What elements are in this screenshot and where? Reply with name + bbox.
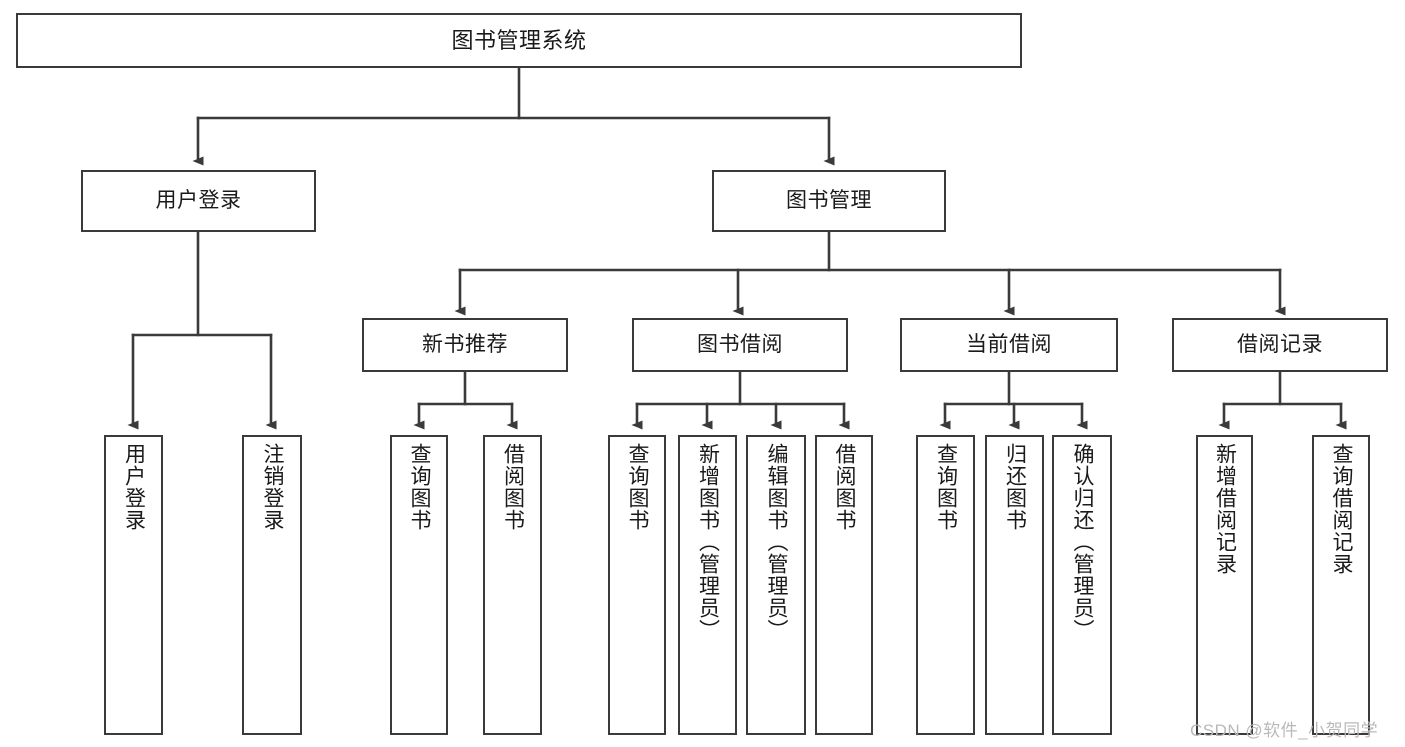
leaf-borrow-borrow-book-label: 借阅图书 bbox=[833, 443, 857, 531]
node-book-management-label: 图书管理 bbox=[786, 188, 872, 212]
leaf-borrow-borrow-book[interactable]: 借阅图书 bbox=[815, 435, 873, 735]
leaf-current-query-book[interactable]: 查询图书 bbox=[916, 435, 975, 735]
leaf-current-query-book-label: 查询图书 bbox=[934, 443, 958, 531]
node-current-borrow-label: 当前借阅 bbox=[966, 332, 1052, 356]
leaf-current-return-book-label: 归还图书 bbox=[1003, 443, 1027, 531]
node-root-label: 图书管理系统 bbox=[451, 27, 587, 53]
leaf-borrow-query-book-label: 查询图书 bbox=[626, 443, 650, 531]
leaf-user-login-signin-label: 用户登录 bbox=[122, 443, 146, 531]
leaf-record-query-label: 查询借阅记录 bbox=[1330, 443, 1354, 575]
leaf-current-return-book[interactable]: 归还图书 bbox=[985, 435, 1044, 735]
leaf-new-book-borrow[interactable]: 借阅图书 bbox=[483, 435, 542, 735]
leaf-borrow-query-book[interactable]: 查询图书 bbox=[608, 435, 666, 735]
leaf-current-confirm-return-admin-label: 确认归还（管理员） bbox=[1071, 443, 1095, 641]
node-user-login-label: 用户登录 bbox=[155, 188, 242, 212]
leaf-new-book-query-label: 查询图书 bbox=[408, 443, 432, 531]
leaf-borrow-edit-book-admin-label: 编辑图书（管理员） bbox=[765, 443, 789, 641]
leaf-user-login-signin[interactable]: 用户登录 bbox=[104, 435, 163, 735]
node-borrow-record[interactable]: 借阅记录 bbox=[1172, 318, 1388, 372]
leaf-borrow-edit-book-admin[interactable]: 编辑图书（管理员） bbox=[746, 435, 806, 735]
node-current-borrow[interactable]: 当前借阅 bbox=[900, 318, 1118, 372]
node-new-book-recommend-label: 新书推荐 bbox=[422, 332, 508, 356]
leaf-current-confirm-return-admin[interactable]: 确认归还（管理员） bbox=[1052, 435, 1112, 735]
node-book-management[interactable]: 图书管理 bbox=[712, 170, 946, 232]
leaf-user-login-signout[interactable]: 注销登录 bbox=[242, 435, 302, 735]
leaf-borrow-add-book-admin-label: 新增图书（管理员） bbox=[696, 443, 720, 641]
leaf-record-add-label: 新增借阅记录 bbox=[1213, 443, 1237, 575]
leaf-record-add[interactable]: 新增借阅记录 bbox=[1196, 435, 1253, 735]
leaf-new-book-query[interactable]: 查询图书 bbox=[390, 435, 448, 735]
node-borrow-record-label: 借阅记录 bbox=[1237, 332, 1323, 356]
node-root[interactable]: 图书管理系统 bbox=[16, 13, 1022, 68]
leaf-borrow-add-book-admin[interactable]: 新增图书（管理员） bbox=[678, 435, 737, 735]
node-book-borrow-label: 图书借阅 bbox=[697, 332, 783, 356]
leaf-new-book-borrow-label: 借阅图书 bbox=[501, 443, 525, 531]
leaf-record-query[interactable]: 查询借阅记录 bbox=[1312, 435, 1370, 735]
node-new-book-recommend[interactable]: 新书推荐 bbox=[362, 318, 568, 372]
node-user-login[interactable]: 用户登录 bbox=[81, 170, 316, 232]
csdn-watermark: CSDN @软件_小贺同学 bbox=[1190, 721, 1379, 740]
leaf-user-login-signout-label: 注销登录 bbox=[261, 443, 285, 531]
node-book-borrow[interactable]: 图书借阅 bbox=[632, 318, 848, 372]
